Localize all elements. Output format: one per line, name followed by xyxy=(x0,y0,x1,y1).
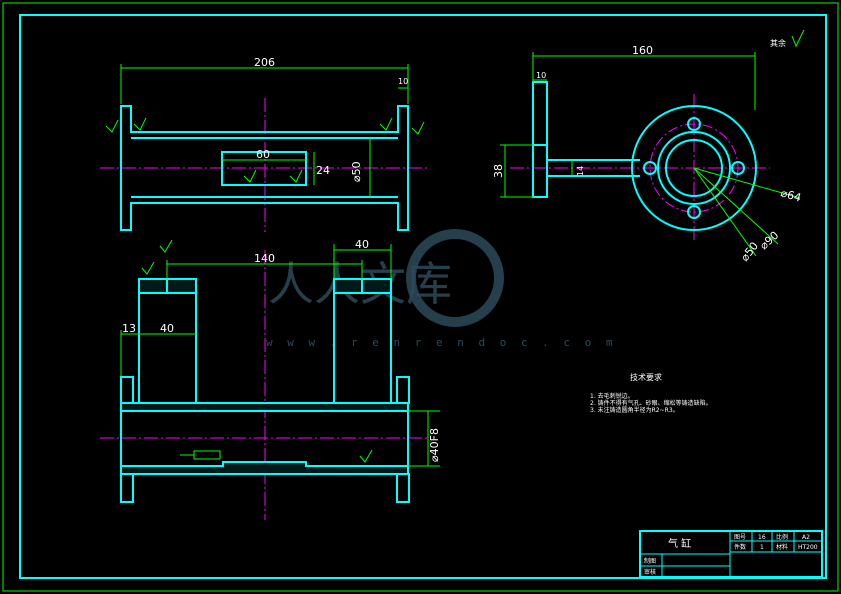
top-view-slot xyxy=(221,151,307,186)
flange-bore xyxy=(665,139,723,197)
bolt-circle-centerline xyxy=(649,123,739,213)
roughness-mark-icon xyxy=(243,169,257,183)
left-flange-bottom xyxy=(120,473,134,503)
cylinder-wall-bottom xyxy=(120,461,409,475)
bolt-hole xyxy=(687,117,701,131)
roughness-mark-icon xyxy=(289,169,303,183)
tb-label-drawing-no: 图号 xyxy=(734,534,746,541)
side-view-neck xyxy=(547,159,640,177)
dim-leader-d50 xyxy=(693,167,757,257)
tb-value-drawing-no: 16 xyxy=(758,534,766,541)
dim-text-40-right: 40 xyxy=(355,238,369,251)
flange-boss xyxy=(657,131,731,205)
top-view-outline xyxy=(120,105,409,231)
dim-text-40-left: 40 xyxy=(160,322,174,335)
roughness-mark-icon xyxy=(411,121,425,135)
dim-leader-d90 xyxy=(693,167,779,245)
top-view: 206 10 60 24 ⌀50 xyxy=(100,56,430,232)
tb-label-checked: 审核 xyxy=(644,568,656,576)
dim-text-13: 13 xyxy=(122,322,136,335)
tech-requirement-line: 3. 未注铸造圆角半径为R2~R3。 xyxy=(590,406,679,414)
tb-label-drawn: 制图 xyxy=(644,557,656,565)
cylinder-wall-top xyxy=(120,402,409,412)
side-view-clamp xyxy=(532,144,548,198)
dim-text-10-side: 10 xyxy=(536,71,546,80)
tb-label-scale: 比例 xyxy=(776,533,788,541)
bolt-hole xyxy=(687,205,701,219)
right-flange-top xyxy=(396,376,410,404)
right-flange-bottom xyxy=(396,473,410,503)
roughness-mark-icon xyxy=(133,117,147,131)
flange-outer xyxy=(631,105,757,231)
dim-text-10-top: 10 xyxy=(398,77,408,86)
roughness-symbol-icon xyxy=(791,29,805,48)
dim-text-d90: ⌀90 xyxy=(757,229,781,252)
title-block: 气 缸 图号 16 比例 A2 件数 1 材料 HT200 制图 审核 xyxy=(639,530,823,578)
geometric-tolerance-frame xyxy=(193,450,221,460)
dim-text-206: 206 xyxy=(254,56,275,69)
dim-text-60: 60 xyxy=(256,148,270,161)
dim-text-d64: ⌀64 xyxy=(779,186,802,204)
dim-text-38: 38 xyxy=(492,164,505,178)
dim-text-160: 160 xyxy=(632,44,653,57)
corner-note: 其余 xyxy=(770,38,786,48)
tb-value-material: HT200 xyxy=(798,544,818,551)
roughness-mark-icon xyxy=(105,119,119,133)
tb-label-material: 材料 xyxy=(776,543,788,551)
roughness-mark-icon xyxy=(379,117,393,131)
tech-requirement-line: 1. 去毛刺锐边。 xyxy=(590,392,634,400)
roughness-mark-icon xyxy=(159,239,173,253)
left-post xyxy=(138,278,197,408)
side-view: 160 10 38 14 ⌀64 ⌀90 ⌀50 xyxy=(492,44,803,264)
dim-text-d40f8: ⌀40F8 xyxy=(428,428,441,462)
roughness-mark-icon xyxy=(359,449,373,463)
watermark-logo xyxy=(406,229,504,327)
part-name: 气 缸 xyxy=(668,537,691,550)
dim-leader-d64 xyxy=(693,167,801,199)
left-flange-top xyxy=(120,376,134,404)
tb-value-scale: A2 xyxy=(802,534,810,541)
tech-requirements: 技术要求 1. 去毛刺锐边。 2. 铸件不得有气孔、砂眼、缩松等铸造缺陷。 3.… xyxy=(590,372,712,414)
watermark-url: w w w . r e n r e n d o c . c o m xyxy=(266,336,617,349)
tech-requirement-line: 2. 铸件不得有气孔、砂眼、缩松等铸造缺陷。 xyxy=(590,399,712,407)
tb-value-quantity: 1 xyxy=(760,544,764,551)
tb-label-quantity: 件数 xyxy=(734,543,746,551)
bolt-hole xyxy=(731,161,745,175)
front-view: 140 40 13 40 ⌀40F8 xyxy=(100,238,441,520)
dim-text-140: 140 xyxy=(254,252,275,265)
inner-frame xyxy=(19,14,827,579)
side-view-arm xyxy=(532,81,548,146)
dim-text-d50: ⌀50 xyxy=(350,161,363,182)
bolt-hole xyxy=(643,161,657,175)
watermark: 人人文库 w w w . r e n r e n d o c . c o m xyxy=(266,229,617,349)
dim-text-14: 14 xyxy=(576,166,585,176)
dim-text-24: 24 xyxy=(316,164,330,177)
tech-requirements-title: 技术要求 xyxy=(630,372,662,382)
roughness-mark-icon xyxy=(141,261,155,275)
